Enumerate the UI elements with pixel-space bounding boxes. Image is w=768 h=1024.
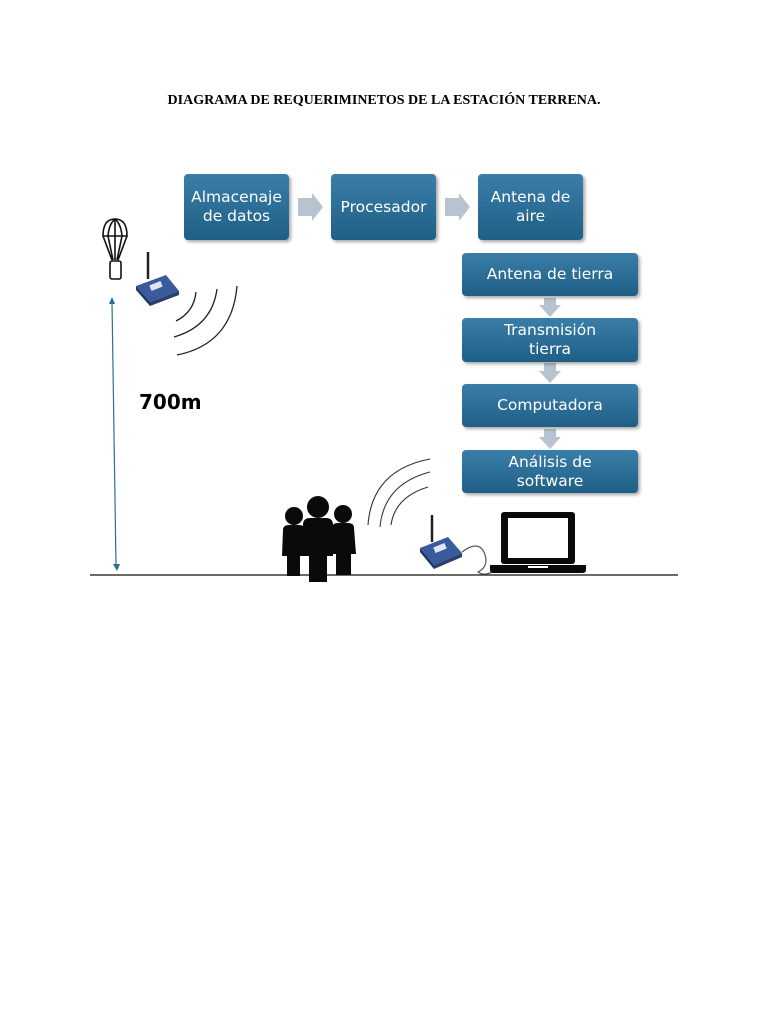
ground-radio-module-icon (420, 515, 462, 569)
box-computadora: Computadora (462, 384, 638, 427)
box-transmision-tierra: Transmisión tierra (462, 318, 638, 362)
parachute-icon (102, 218, 128, 280)
box-procesador-label: Procesador (340, 197, 427, 216)
ground-signal-waves-icon (367, 458, 431, 528)
box-antena-tierra: Antena de tierra (462, 253, 638, 296)
document-title: DIAGRAMA DE REQUERIMINETOS DE LA ESTACIÓ… (167, 93, 601, 108)
radio-module-icon (136, 252, 179, 306)
box-procesador: Procesador (331, 174, 436, 240)
people-icon (282, 496, 356, 582)
flow-arrow-3 (539, 298, 561, 317)
box-analisis-software: Análisis de software (462, 450, 638, 493)
laptop-icon (490, 512, 586, 573)
box-computadora-label: Computadora (497, 396, 603, 414)
box-almacenaje-label: Almacenaje de datos (191, 188, 282, 225)
box-antena-tierra-label: Antena de tierra (486, 265, 614, 283)
altitude-arrow (109, 297, 120, 571)
box-antena-aire: Antena de aire (478, 174, 583, 240)
box-transmision-tierra-label: Transmisión tierra (503, 321, 597, 358)
usb-cable (461, 545, 501, 575)
flow-arrow-5 (539, 429, 561, 449)
flow-arrow-2 (445, 193, 470, 221)
box-analisis-software-label: Análisis de software (508, 452, 592, 490)
box-antena-aire-label: Antena de aire (490, 188, 571, 225)
box-almacenaje-datos: Almacenaje de datos (184, 174, 289, 240)
flow-arrow-1 (298, 193, 323, 221)
flow-arrow-4 (539, 363, 561, 383)
signal-waves-icon (173, 285, 238, 356)
altitude-label: 700m (139, 390, 202, 414)
